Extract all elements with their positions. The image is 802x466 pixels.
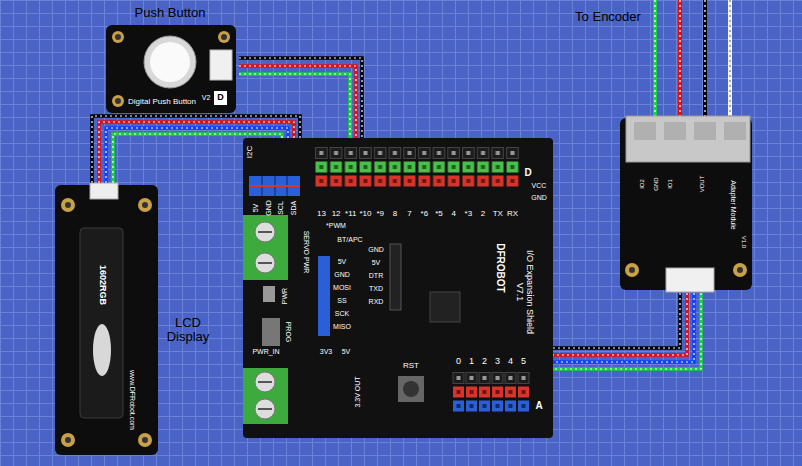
io-shield: DFROBOT I/O Expansion Shield V7.1 (243, 138, 553, 438)
pin-label: 7 (407, 210, 411, 219)
pin-label: GND (334, 271, 350, 279)
wire (92, 116, 300, 183)
pin-label: TX (493, 210, 503, 219)
pin-label: 5V (342, 348, 351, 356)
pin-label: VCC (532, 182, 547, 190)
wire (553, 293, 694, 362)
pin-label: GND (368, 246, 384, 254)
pin-label: MOSI (333, 284, 351, 292)
wire (553, 293, 701, 369)
pin-label: 3V3 (320, 348, 332, 356)
pin-label: 12 (332, 210, 341, 219)
pin-label: 8 (393, 210, 397, 219)
pin-label: *5 (435, 210, 443, 219)
board-text: V1.0 (741, 236, 748, 248)
pin-label: IO1 (667, 179, 674, 189)
pin-label: RST (403, 362, 419, 371)
wire-bundle (92, 116, 300, 183)
wire-stripe (106, 128, 288, 183)
pin-label: *PWM (326, 222, 346, 230)
board-text: LCD Display (159, 316, 217, 345)
pin-label: PWR (281, 288, 289, 304)
board-text: D (217, 93, 224, 103)
wire-bundle (553, 293, 701, 369)
wire (553, 293, 680, 348)
pin-label: SCK (335, 310, 349, 318)
wire-stripe (92, 116, 300, 183)
pin-label: GND (531, 194, 547, 202)
pin-label: 4 (508, 357, 513, 367)
push-button-module: Push ButtonDigital Push Button V2 D (103, 2, 239, 116)
encoder-wires (655, 0, 730, 120)
push-button-board (106, 25, 236, 113)
wire-stripe (99, 122, 294, 183)
pin-label: *9 (376, 210, 384, 219)
pin-label: *3 (465, 210, 473, 219)
pin-label: SERVO PWR (302, 231, 310, 274)
pin-label: MISO (333, 323, 351, 331)
wire-stripe (553, 293, 680, 348)
adapter-module: Adapter ModuleV1.0 (618, 118, 754, 293)
wire (113, 134, 282, 183)
module-name: 1602RGB (97, 265, 107, 305)
pin-label: 3 (495, 357, 500, 367)
pin-label: PROG (284, 322, 292, 343)
pin-label: A (535, 400, 542, 411)
pin-label: SCL (277, 201, 285, 215)
pin-label: 5V (372, 259, 381, 267)
pin-label: GND (265, 200, 273, 216)
pin-label: RXD (369, 298, 384, 306)
pin-label: *10 (359, 210, 371, 219)
pin-label: D (524, 167, 531, 178)
wire-stripe (113, 134, 282, 183)
lcd-module: 1602RGB www.DFRobot.com LCD Display (53, 183, 219, 458)
wire (99, 122, 294, 183)
pin-label: 5 (521, 357, 526, 367)
io-shield-board (243, 138, 553, 438)
pin-label: IO2 (639, 179, 646, 189)
pin-label: TXD (369, 285, 383, 293)
wire-label: To Encoder (575, 10, 641, 24)
pin-label: 13 (317, 210, 326, 219)
module-name: DFROBOT (495, 243, 506, 292)
pin-label: 3.3V OUT (354, 376, 362, 407)
lcd-board (55, 183, 158, 455)
pin-label: 4 (451, 210, 455, 219)
pin-label: *11 (345, 210, 356, 219)
pin-label: PWR_IN (252, 348, 279, 356)
pin-label: 2 (481, 210, 485, 219)
board-text: www.DFRobot.com (128, 370, 136, 430)
board-text: I/O Expansion Shield V7.1 (514, 246, 534, 338)
pin-label: RX (507, 210, 518, 219)
pin-label: 2 (482, 357, 487, 367)
pin-label: *6 (421, 210, 429, 219)
adapter-board (620, 116, 752, 292)
module-name: Push Button (135, 6, 206, 20)
pin-label: GND (653, 177, 660, 190)
pin-label: VOUT (699, 176, 706, 193)
wire-stripe (553, 293, 687, 355)
pin-label: I2C (246, 146, 255, 158)
board-text: V2 (202, 94, 211, 102)
pin-label: 5V (252, 204, 260, 213)
pin-label: BT/APC (337, 236, 362, 244)
wire-stripe (553, 293, 701, 369)
pin-label: 0 (456, 357, 461, 367)
wire (106, 128, 288, 183)
wire-stripe (553, 293, 694, 362)
pin-label: 1 (469, 357, 474, 367)
wire (553, 293, 687, 355)
pin-label: SS (337, 297, 346, 305)
pin-label: SDA (290, 201, 298, 215)
module-name: Adapter Module (729, 180, 737, 229)
board-text: Digital Push Button (128, 98, 196, 107)
pin-label: 5V (338, 258, 347, 266)
pin-label: DTR (369, 272, 383, 280)
